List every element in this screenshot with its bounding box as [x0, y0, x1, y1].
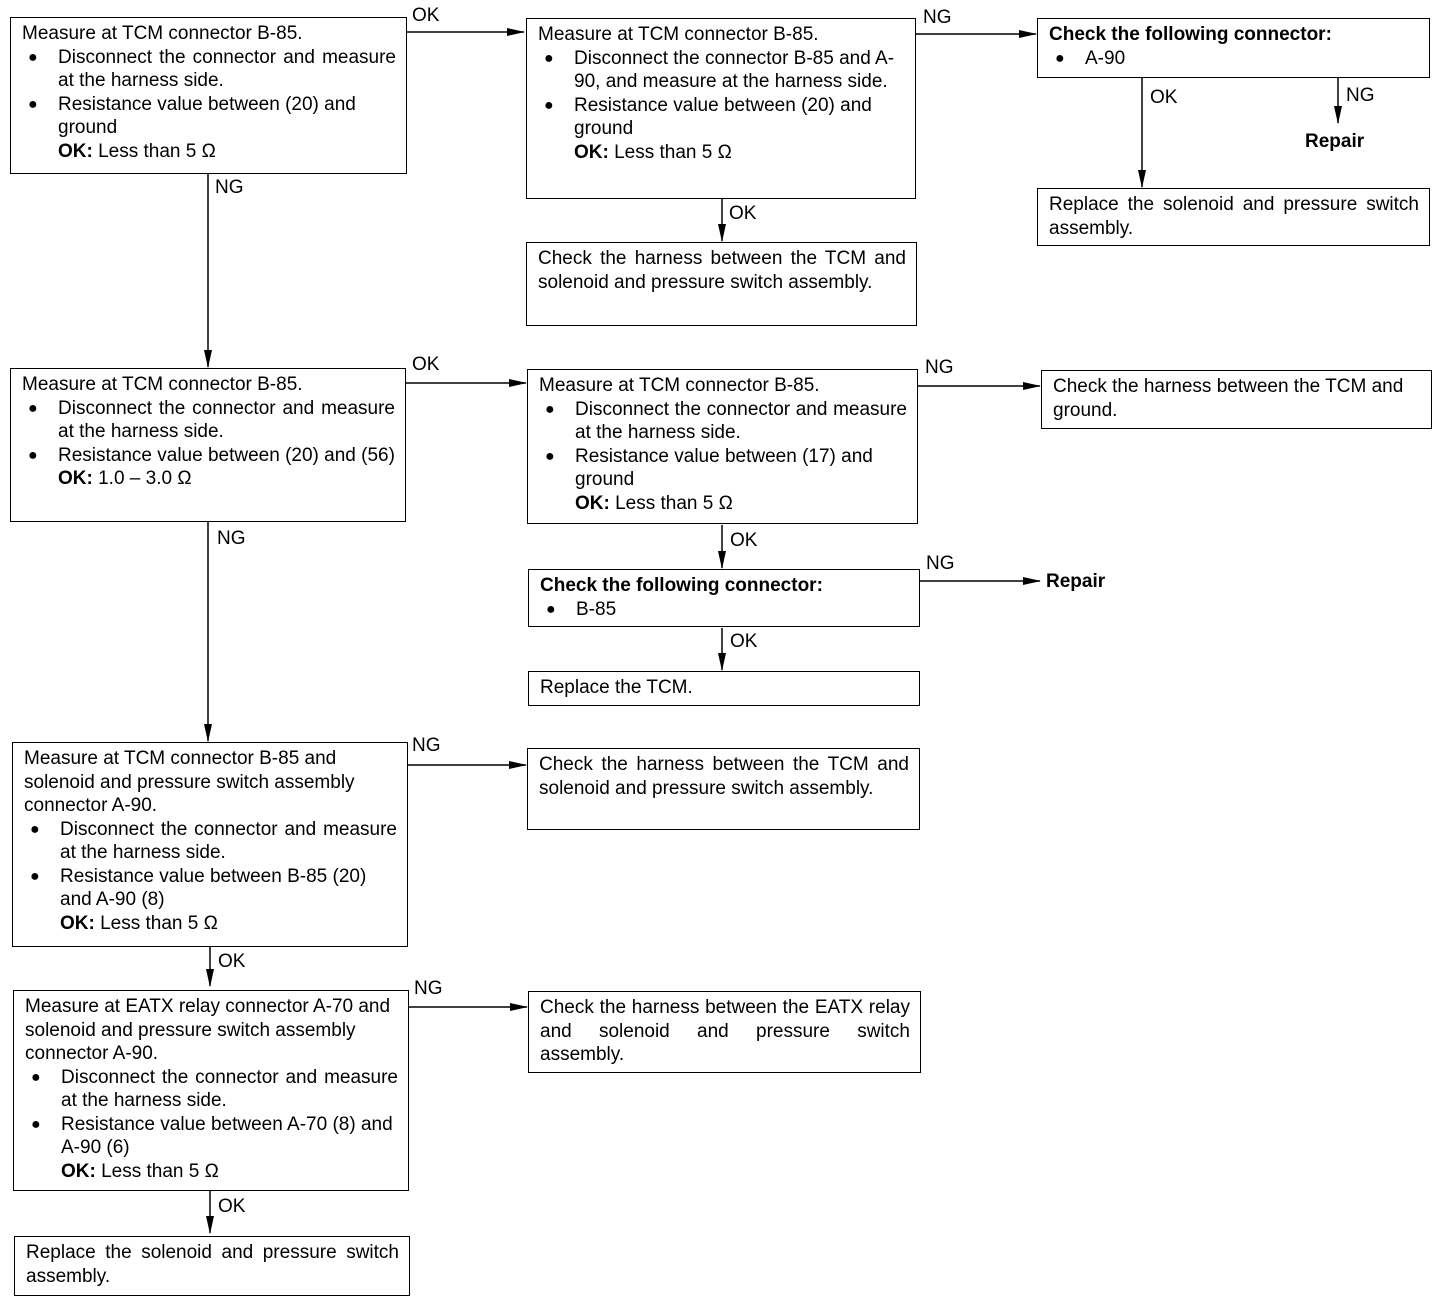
- step-text: Check the harness between the TCM and gr…: [1053, 376, 1404, 421]
- ok-criterion: OK: Less than 5 Ω: [25, 1160, 398, 1184]
- step-item: Disconnect the connector and measure at …: [22, 46, 396, 93]
- ok-value: Less than 5 Ω: [101, 1160, 219, 1182]
- step-list: Disconnect the connector B-85 and A-90, …: [538, 47, 905, 141]
- branch-label-ok: OK: [730, 530, 758, 551]
- step-box-5: Check the harness between the TCM and so…: [526, 242, 917, 326]
- ok-label: OK:: [58, 468, 93, 489]
- ok-label: OK:: [574, 141, 609, 163]
- step-list: B-85: [540, 598, 909, 622]
- ok-criterion: OK: 1.0 – 3.0 Ω: [22, 467, 395, 491]
- step-list: Disconnect the connector and measure at …: [22, 397, 395, 468]
- ok-label: OK:: [60, 912, 95, 934]
- step-item: A-90: [1049, 47, 1419, 71]
- branch-label-ng: NG: [1346, 85, 1375, 106]
- branch-label-ok: OK: [730, 631, 758, 652]
- step-text: Replace the solenoid and pressure switch…: [1049, 194, 1419, 239]
- step-list: Disconnect the connector and measure at …: [24, 818, 397, 912]
- step-list: Disconnect the connector and measure at …: [25, 1066, 398, 1160]
- step-text: Replace the TCM.: [540, 677, 693, 698]
- step-item: Resistance value between (17) and ground: [539, 445, 907, 492]
- step-title: Measure at TCM connector B-85.: [538, 24, 819, 45]
- branch-label-ok: OK: [412, 5, 440, 26]
- step-text: Check the harness between the TCM and so…: [538, 248, 906, 293]
- step-item: Disconnect the connector and measure at …: [24, 818, 397, 865]
- step-item: Resistance value between B-85 (20) and A…: [24, 865, 397, 912]
- branch-label-ok: OK: [1150, 87, 1178, 108]
- step-box-6: Measure at TCM connector B-85. Disconnec…: [10, 368, 406, 522]
- step-item: Resistance value between (20) and (56): [22, 444, 395, 468]
- branch-label-ng: NG: [412, 735, 441, 756]
- branch-label-ok: OK: [218, 951, 246, 972]
- ok-value: 1.0 – 3.0 Ω: [98, 468, 192, 489]
- ok-value: Less than 5 Ω: [615, 492, 733, 514]
- ok-value: Less than 5 Ω: [100, 912, 218, 934]
- step-item: Disconnect the connector and measure at …: [22, 397, 395, 444]
- step-box-8: Check the harness between the TCM and gr…: [1041, 370, 1432, 429]
- branch-label-ng: NG: [925, 357, 954, 378]
- ok-criterion: OK: Less than 5 Ω: [22, 140, 396, 164]
- step-text: Check the harness between the TCM and so…: [539, 754, 909, 799]
- step-item: Disconnect the connector and measure at …: [25, 1066, 398, 1113]
- step-box-3: Check the following connector: A-90: [1037, 18, 1430, 78]
- step-box-9: Check the following connector: B-85: [528, 569, 920, 627]
- step-item: Resistance value between (20) and ground: [538, 94, 905, 141]
- ok-criterion: OK: Less than 5 Ω: [24, 912, 397, 936]
- ok-criterion: OK: Less than 5 Ω: [538, 141, 905, 165]
- step-text: Check the harness between the EATX relay…: [540, 997, 910, 1065]
- ok-label: OK:: [575, 492, 610, 514]
- terminal-repair: Repair: [1046, 571, 1106, 592]
- step-title: Measure at TCM connector B-85 and soleno…: [24, 748, 355, 816]
- step-title: Measure at TCM connector B-85.: [539, 375, 820, 396]
- step-box-15: Replace the solenoid and pressure switch…: [14, 1236, 410, 1296]
- branch-label-ok: OK: [729, 203, 757, 224]
- step-list: Disconnect the connector and measure at …: [22, 46, 396, 140]
- ok-label: OK:: [61, 1160, 96, 1182]
- step-text: Replace the solenoid and pressure switch…: [26, 1242, 399, 1287]
- ok-label: OK:: [58, 140, 93, 162]
- step-title: Check the following connector:: [1049, 24, 1332, 45]
- step-item: Disconnect the connector B-85 and A-90, …: [538, 47, 905, 94]
- branch-label-ng: NG: [217, 528, 246, 549]
- terminal-repair: Repair: [1305, 131, 1365, 152]
- branch-label-ng: NG: [215, 177, 244, 198]
- step-box-2: Measure at TCM connector B-85. Disconnec…: [526, 18, 916, 199]
- step-list: Disconnect the connector and measure at …: [539, 398, 907, 492]
- branch-label-ng: NG: [926, 553, 955, 574]
- step-box-12: Check the harness between the TCM and so…: [527, 748, 920, 830]
- step-list: A-90: [1049, 47, 1419, 71]
- step-item: Resistance value between (20) and ground: [22, 93, 396, 140]
- step-item: Disconnect the connector and measure at …: [539, 398, 907, 445]
- branch-label-ok: OK: [412, 354, 440, 375]
- step-title: Check the following connector:: [540, 575, 823, 596]
- ok-criterion: OK: Less than 5 Ω: [539, 492, 907, 516]
- step-box-13: Measure at EATX relay connector A-70 and…: [13, 990, 409, 1191]
- step-box-11: Measure at TCM connector B-85 and soleno…: [12, 742, 408, 947]
- step-box-10: Replace the TCM.: [528, 671, 920, 706]
- branch-label-ng: NG: [414, 978, 443, 999]
- step-title: Measure at TCM connector B-85.: [22, 23, 303, 44]
- step-title: Measure at EATX relay connector A-70 and…: [25, 996, 391, 1064]
- step-item: Resistance value between A-70 (8) and A-…: [25, 1113, 398, 1160]
- step-title: Measure at TCM connector B-85.: [22, 374, 303, 395]
- step-box-14: Check the harness between the EATX relay…: [528, 991, 921, 1073]
- step-item: B-85: [540, 598, 909, 622]
- step-box-7: Measure at TCM connector B-85. Disconnec…: [527, 369, 918, 524]
- ok-value: Less than 5 Ω: [614, 141, 732, 163]
- branch-label-ng: NG: [923, 7, 952, 28]
- step-box-1: Measure at TCM connector B-85. Disconnec…: [10, 17, 407, 174]
- ok-value: Less than 5 Ω: [98, 140, 216, 162]
- branch-label-ok: OK: [218, 1196, 246, 1217]
- step-box-4: Replace the solenoid and pressure switch…: [1037, 188, 1430, 246]
